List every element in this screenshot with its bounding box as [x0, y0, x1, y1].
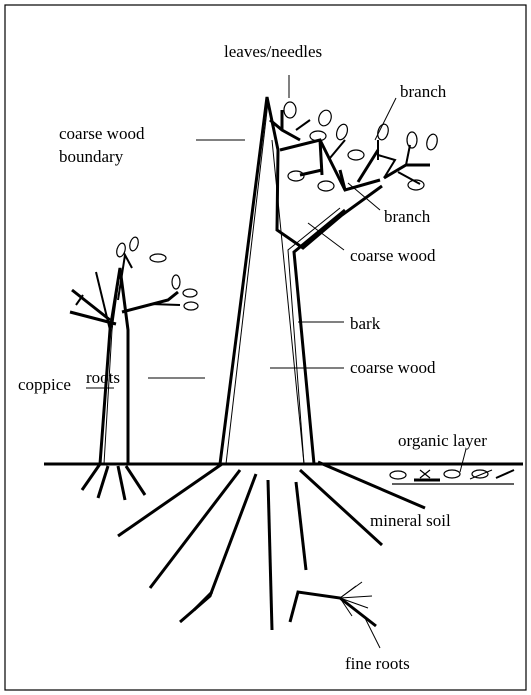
label-fine-roots: fine roots	[345, 654, 410, 673]
label-coarse-wood-lower: coarse wood	[350, 358, 436, 377]
label-leaves-needles: leaves/needles	[224, 42, 322, 61]
label-bark: bark	[350, 314, 381, 333]
label-coarse-wood-boundary-2: boundary	[59, 147, 124, 166]
label-mineral-soil: mineral soil	[370, 511, 451, 530]
organic-layer-debris	[390, 470, 514, 484]
main-roots	[118, 462, 425, 630]
crown-branches	[270, 110, 430, 190]
label-branch-mid: branch	[384, 207, 431, 226]
label-organic-layer: organic layer	[398, 431, 487, 450]
label-coarse-wood-boundary-1: coarse wood	[59, 124, 145, 143]
coppice-tree	[70, 236, 198, 464]
label-branch-top: branch	[400, 82, 447, 101]
label-roots: roots	[86, 368, 120, 387]
label-coarse-wood-upper: coarse wood	[350, 246, 436, 265]
coppice-roots	[82, 464, 145, 500]
label-coppice: coppice	[18, 375, 71, 394]
main-trunk	[220, 97, 382, 464]
